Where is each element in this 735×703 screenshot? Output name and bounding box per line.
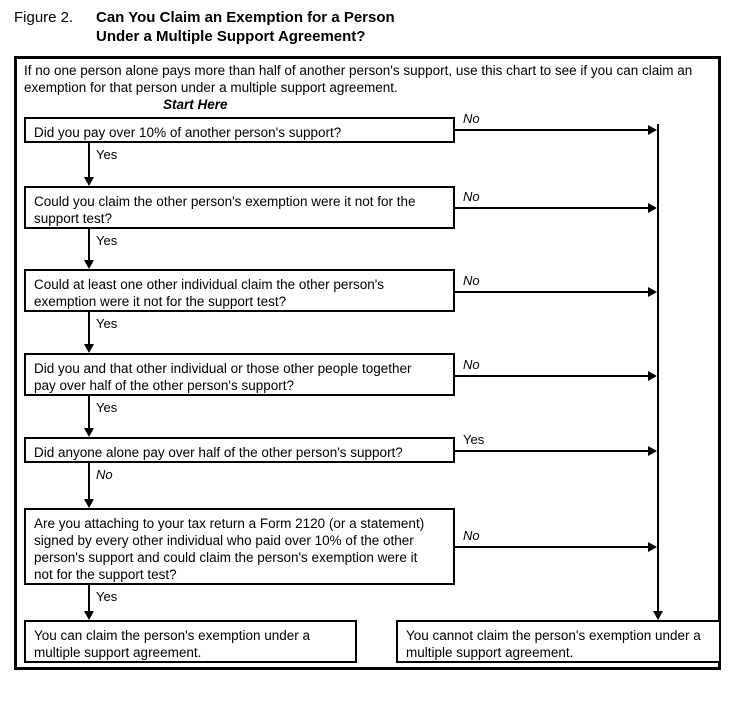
connector-q1-to-q2 [88, 143, 90, 178]
edge-label-q3-down: Yes [96, 316, 118, 331]
connector-q6-right [455, 546, 650, 548]
decision-text: Did anyone alone pay over half of the ot… [34, 445, 403, 460]
arrow-right-icon [648, 203, 657, 213]
connector-q4-to-q5 [88, 396, 90, 429]
arrow-right-icon [648, 125, 657, 135]
connector-q1-right [455, 129, 650, 131]
decision-box-q6[interactable]: Are you attaching to your tax return a F… [24, 508, 455, 585]
page-title: Can You Claim an Exemption for a Person … [96, 9, 395, 45]
decision-text: Could you claim the other person's exemp… [34, 194, 416, 226]
arrow-right-icon [648, 446, 657, 456]
outcome-text: You cannot claim the person's exemption … [406, 628, 701, 660]
arrow-down-icon [84, 344, 94, 353]
connector-q5-to-q6 [88, 463, 90, 500]
arrow-down-icon [84, 611, 94, 620]
edge-label-q5-down: No [96, 467, 113, 482]
arrow-down-icon [84, 177, 94, 186]
decision-box-q1[interactable]: Did you pay over 10% of another person's… [24, 117, 455, 143]
decision-box-q3[interactable]: Could at least one other individual clai… [24, 269, 455, 312]
arrow-down-icon [84, 260, 94, 269]
edge-label-q6-right: No [463, 528, 480, 543]
decision-text: Could at least one other individual clai… [34, 277, 385, 309]
arrow-down-icon [653, 611, 663, 620]
edge-label-q6-down: Yes [96, 589, 118, 604]
edge-label-q2-down: Yes [96, 233, 118, 248]
arrow-right-icon [648, 542, 657, 552]
arrow-right-icon [648, 287, 657, 297]
decision-text: Did you and that other individual or tho… [34, 361, 412, 393]
decision-box-q4[interactable]: Did you and that other individual or tho… [24, 353, 455, 396]
arrow-right-icon [648, 371, 657, 381]
outcome-text: You can claim the person's exemption und… [34, 628, 310, 660]
connector-right-bus [657, 124, 659, 612]
edge-label-q4-right: No [463, 357, 480, 372]
arrow-down-icon [84, 428, 94, 437]
edge-label-q1-down: Yes [96, 147, 118, 162]
outcome-box-can-claim[interactable]: You can claim the person's exemption und… [24, 620, 357, 663]
decision-box-q5[interactable]: Did anyone alone pay over half of the ot… [24, 437, 455, 463]
decision-box-q2[interactable]: Could you claim the other person's exemp… [24, 186, 455, 229]
edge-label-q5-right: Yes [463, 432, 485, 447]
edge-label-q3-right: No [463, 273, 480, 288]
connector-q3-to-q4 [88, 312, 90, 345]
edge-label-q4-down: Yes [96, 400, 118, 415]
edge-label-q2-right: No [463, 189, 480, 204]
connector-q3-right [455, 291, 650, 293]
outcome-box-cannot-claim[interactable]: You cannot claim the person's exemption … [396, 620, 721, 663]
decision-text: Did you pay over 10% of another person's… [34, 125, 342, 140]
connector-q5-right [455, 450, 650, 452]
decision-text: Are you attaching to your tax return a F… [34, 516, 425, 582]
connector-q2-right [455, 207, 650, 209]
figure-number-label: Figure 2. [14, 9, 74, 26]
edge-label-q1-right: No [463, 111, 480, 126]
intro-paragraph: If no one person alone pays more than ha… [24, 63, 693, 95]
connector-q4-right [455, 375, 650, 377]
start-here-label: Start Here [163, 97, 228, 112]
connector-q2-to-q3 [88, 229, 90, 261]
arrow-down-icon [84, 499, 94, 508]
connector-q6-to-outcome [88, 585, 90, 612]
